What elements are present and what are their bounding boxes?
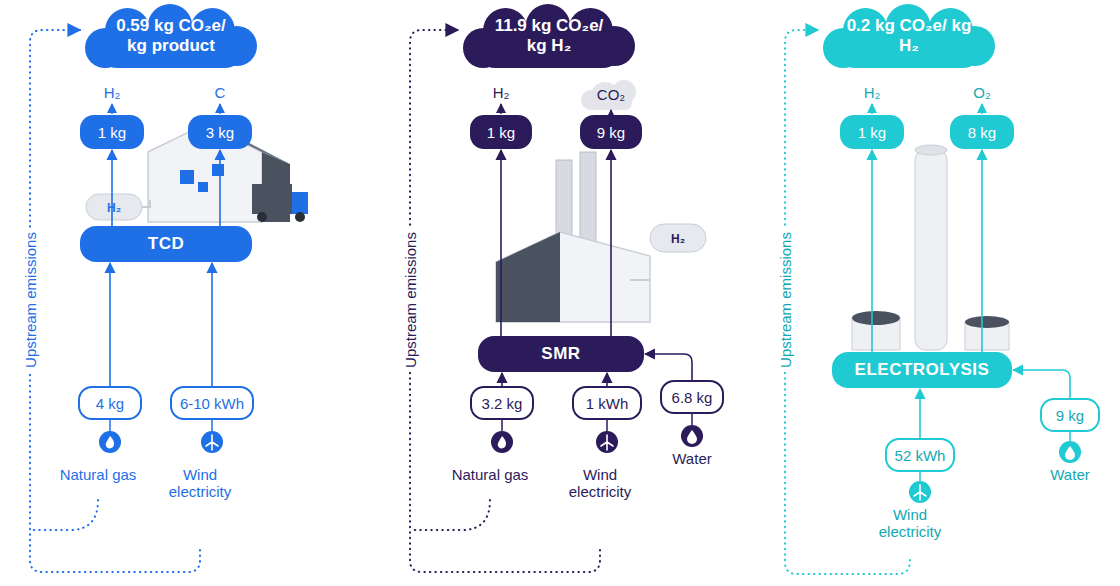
node-text: 52 kWh <box>895 447 946 464</box>
source-label: Wind electricity <box>870 506 950 540</box>
output-box: 8 kg <box>950 115 1014 149</box>
node-text: 4 kg <box>96 395 124 412</box>
node-text: 1 kg <box>487 124 515 141</box>
process-bar: SMR <box>478 336 644 372</box>
flow-arrow <box>211 263 213 386</box>
node-text: 11.9 kg CO₂e/ kg H₂ <box>483 16 615 56</box>
flow-arrow <box>606 373 608 386</box>
source-label: Water <box>652 450 732 467</box>
node-text: 9 kg <box>597 124 625 141</box>
output-box: 1 kg <box>80 115 144 149</box>
node-text: 0.59 kg CO₂e/ kg product <box>105 16 237 56</box>
product-arrow <box>112 104 982 114</box>
node-text: 6.8 kg <box>672 389 713 406</box>
upstream-line <box>30 30 910 574</box>
upstream-label: Upstream emissions <box>775 228 796 372</box>
product-label: H₂ <box>104 84 121 101</box>
gas-icon <box>99 431 513 453</box>
flow-arrow <box>109 263 111 386</box>
source-label: Natural gas <box>58 466 138 483</box>
product-label: O₂ <box>973 84 991 101</box>
input-box: 6.8 kg <box>660 380 724 414</box>
flow-arrow <box>610 150 612 336</box>
tank-label: H₂ <box>671 231 685 248</box>
process-bar: TCD <box>80 226 252 262</box>
process-bar: ELECTROLYSIS <box>832 352 1012 388</box>
tank-label: H₂ <box>107 200 121 217</box>
electrolyser <box>852 145 1009 350</box>
source-label: Natural gas <box>450 466 530 483</box>
product-label: H₂ <box>864 84 881 101</box>
input-box: 1 kWh <box>572 386 642 420</box>
output-box: 1 kg <box>470 115 532 149</box>
flow-arrow <box>1013 370 1070 398</box>
flow-arrow <box>981 150 983 352</box>
output-box: 9 kg <box>580 115 642 149</box>
output-box: 1 kg <box>840 115 904 149</box>
input-box: 4 kg <box>78 386 142 420</box>
smr-plant <box>496 80 706 322</box>
wind-icon <box>201 431 931 503</box>
emission-cloud: 0.59 kg CO₂e/ kg product <box>85 4 257 68</box>
node-text: 1 kg <box>858 124 886 141</box>
node-text: 3.2 kg <box>482 395 523 412</box>
input-box: 3.2 kg <box>470 386 534 420</box>
product-label: C <box>215 84 226 101</box>
source-label: Wind electricity <box>160 466 240 500</box>
water-icon <box>681 425 1081 463</box>
emission-cloud: 0.2 kg CO₂e/ kg H₂ <box>823 4 995 68</box>
product-label: H₂ <box>493 84 510 101</box>
product-label: CO₂ <box>597 86 625 103</box>
node-text: 9 kg <box>1056 407 1084 424</box>
source-label: Water <box>1030 466 1110 483</box>
upstream-label: Upstream emissions <box>400 228 421 372</box>
flow-arrow <box>219 150 221 226</box>
node-text: 8 kg <box>968 124 996 141</box>
flow-arrow <box>645 354 692 380</box>
flow-arrow <box>500 150 502 336</box>
emission-cloud: 11.9 kg CO₂e/ kg H₂ <box>463 4 635 68</box>
flow-arrow <box>501 373 503 386</box>
node-text: 6-10 kWh <box>180 395 244 412</box>
flow-arrow <box>919 389 921 438</box>
node-text: ELECTROLYSIS <box>855 360 990 380</box>
node-text: 0.2 kg CO₂e/ kg H₂ <box>843 16 975 56</box>
flow-arrow <box>871 150 873 352</box>
input-box: 9 kg <box>1040 398 1100 432</box>
node-text: TCD <box>148 234 184 254</box>
node-text: 3 kg <box>206 124 234 141</box>
node-text: 1 kWh <box>586 395 629 412</box>
input-box: 52 kWh <box>885 438 955 472</box>
node-text: 1 kg <box>98 124 126 141</box>
output-box: 3 kg <box>188 115 252 149</box>
upstream-label: Upstream emissions <box>20 228 41 372</box>
source-label: Wind electricity <box>560 466 640 500</box>
node-text: SMR <box>541 344 580 364</box>
input-box: 6-10 kWh <box>170 386 254 420</box>
